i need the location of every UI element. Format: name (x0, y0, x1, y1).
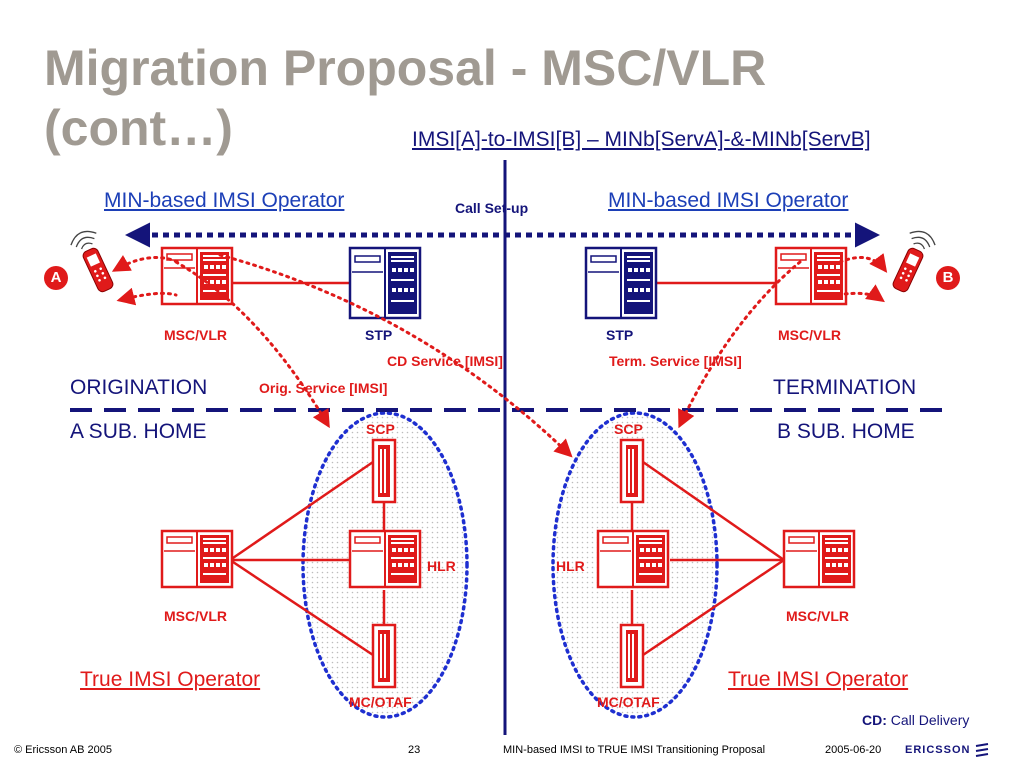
hlr-left (348, 529, 422, 589)
term-service-flow (678, 260, 802, 429)
msc-vlr-right-home (782, 529, 856, 589)
service-flows (111, 253, 888, 458)
cd-service-flow (218, 253, 573, 458)
label-term-service: Term. Service [IMSI] (609, 353, 742, 369)
label-msc-vlr-right-home: MSC/VLR (786, 608, 849, 624)
footer-date: 2005-06-20 (825, 744, 882, 756)
hlr-right (596, 529, 670, 589)
msc-vlr-termination (774, 246, 848, 306)
logo-text: ERICSSON (905, 743, 971, 756)
operator-true-left[interactable]: True IMSI Operator (80, 668, 261, 691)
label-msc-vlr-left-home: MSC/VLR (164, 608, 227, 624)
call-setup-label: Call Set-up (455, 200, 529, 216)
label-hlr-left: HLR (427, 558, 456, 574)
msc-vlr-left-home (160, 529, 234, 589)
ericsson-logo: ERICSSON (905, 743, 989, 757)
legend: CD: Call Delivery (862, 712, 969, 728)
scp-left (371, 438, 397, 504)
scp-right (619, 438, 645, 504)
footer-doc-title: MIN-based IMSI to TRUE IMSI Transitionin… (503, 744, 766, 756)
phone-a-icon (67, 226, 121, 297)
page-title: Migration Proposal - MSC/VLR (cont…) (44, 38, 924, 158)
region-a-home: A SUB. HOME (70, 420, 207, 443)
label-cd-service: CD Service [IMSI] (387, 353, 503, 369)
badge-b: B (936, 266, 960, 290)
label-stp-right: STP (606, 327, 634, 343)
footer-page-number: 23 (408, 744, 421, 756)
operator-min-right[interactable]: MIN-based IMSI Operator (608, 189, 849, 212)
ericsson-mark-icon (975, 743, 988, 757)
badge-a: A (44, 266, 68, 290)
region-b-home: B SUB. HOME (777, 420, 915, 443)
label-mc-otaf-left: MC/OTAF (349, 694, 412, 710)
mc-otaf-left (371, 623, 397, 689)
operator-min-left[interactable]: MIN-based IMSI Operator (104, 189, 345, 212)
label-scp-left: SCP (366, 421, 395, 437)
links-bottom-right (630, 460, 785, 657)
label-msc-vlr-origination: MSC/VLR (164, 327, 227, 343)
label-stp-left: STP (365, 327, 393, 343)
legend-key: CD: (862, 712, 887, 728)
operator-true-right[interactable]: True IMSI Operator (728, 668, 909, 691)
label-orig-service: Orig. Service [IMSI] (259, 380, 388, 396)
legend-value: Call Delivery (890, 712, 970, 728)
label-mc-otaf-right: MC/OTAF (597, 694, 660, 710)
footer-copyright: © Ericsson AB 2005 (14, 744, 112, 756)
page-subtitle[interactable]: IMSI[A]-to-IMSI[B] – MINb[ServA]-&-MINb[… (412, 128, 871, 151)
links-bottom-left (229, 460, 386, 657)
title-text: Migration Proposal - MSC/VLR (cont…) (44, 40, 767, 156)
stp-right (584, 246, 658, 320)
region-termination: TERMINATION (773, 376, 917, 399)
region-origination: ORIGINATION (70, 376, 208, 399)
phone-b-icon (885, 226, 939, 297)
mc-otaf-right (619, 623, 645, 689)
label-scp-right: SCP (614, 421, 643, 437)
label-msc-vlr-termination: MSC/VLR (778, 327, 841, 343)
label-hlr-right: HLR (556, 558, 585, 574)
